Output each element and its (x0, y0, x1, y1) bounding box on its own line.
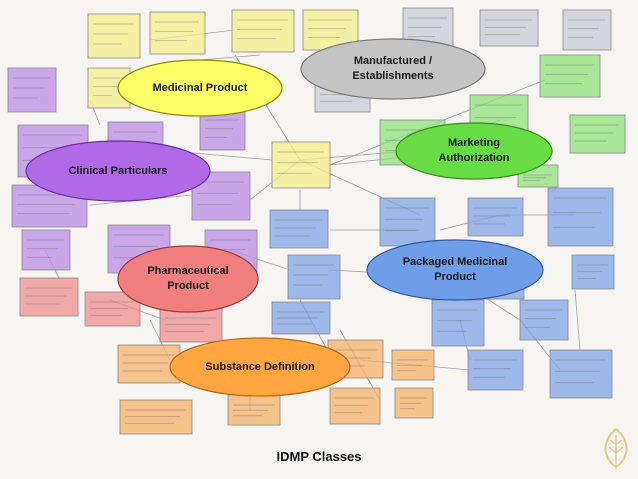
class-box (519, 299, 569, 341)
class-box (479, 9, 539, 47)
concept-ellipse-marketing-authorization (395, 122, 553, 180)
class-box (21, 229, 71, 271)
class-box (269, 209, 329, 249)
class-box (329, 387, 381, 425)
class-box (539, 54, 601, 98)
class-box (379, 197, 436, 247)
class-box (467, 349, 524, 391)
class-box (87, 13, 141, 59)
concept-ellipse-pharmaceutical-product (117, 245, 259, 313)
class-box (287, 254, 341, 300)
concept-ellipses (25, 38, 553, 397)
diagram-caption: IDMP Classes (276, 449, 362, 464)
connector-line (574, 289, 581, 351)
class-boxes (7, 7, 626, 435)
class-box (117, 344, 181, 384)
concept-ellipse-packaged-medicinal-product (366, 239, 544, 301)
leaf-logo-icon (604, 427, 628, 469)
concept-ellipse-medicinal-product (117, 59, 283, 117)
class-box (159, 307, 223, 343)
connector-line (199, 54, 261, 61)
concept-ellipse-clinical-particulars (25, 140, 211, 202)
class-box (562, 9, 612, 51)
class-box (431, 299, 485, 347)
class-box (467, 197, 524, 237)
class-box (19, 277, 79, 317)
class-box (571, 254, 615, 290)
class-box (394, 387, 434, 419)
class-box (271, 301, 331, 335)
class-box (549, 349, 613, 399)
class-box (7, 67, 57, 113)
class-box (199, 109, 246, 151)
class-box (271, 141, 331, 189)
class-box (231, 9, 295, 53)
class-box (391, 349, 435, 381)
class-box (119, 399, 193, 435)
class-box (547, 187, 614, 247)
class-box (149, 11, 206, 55)
class-box (569, 114, 626, 154)
concept-ellipse-manufactured-establishments (300, 38, 486, 100)
concept-ellipse-substance-definition (169, 337, 351, 397)
class-box (227, 394, 281, 426)
